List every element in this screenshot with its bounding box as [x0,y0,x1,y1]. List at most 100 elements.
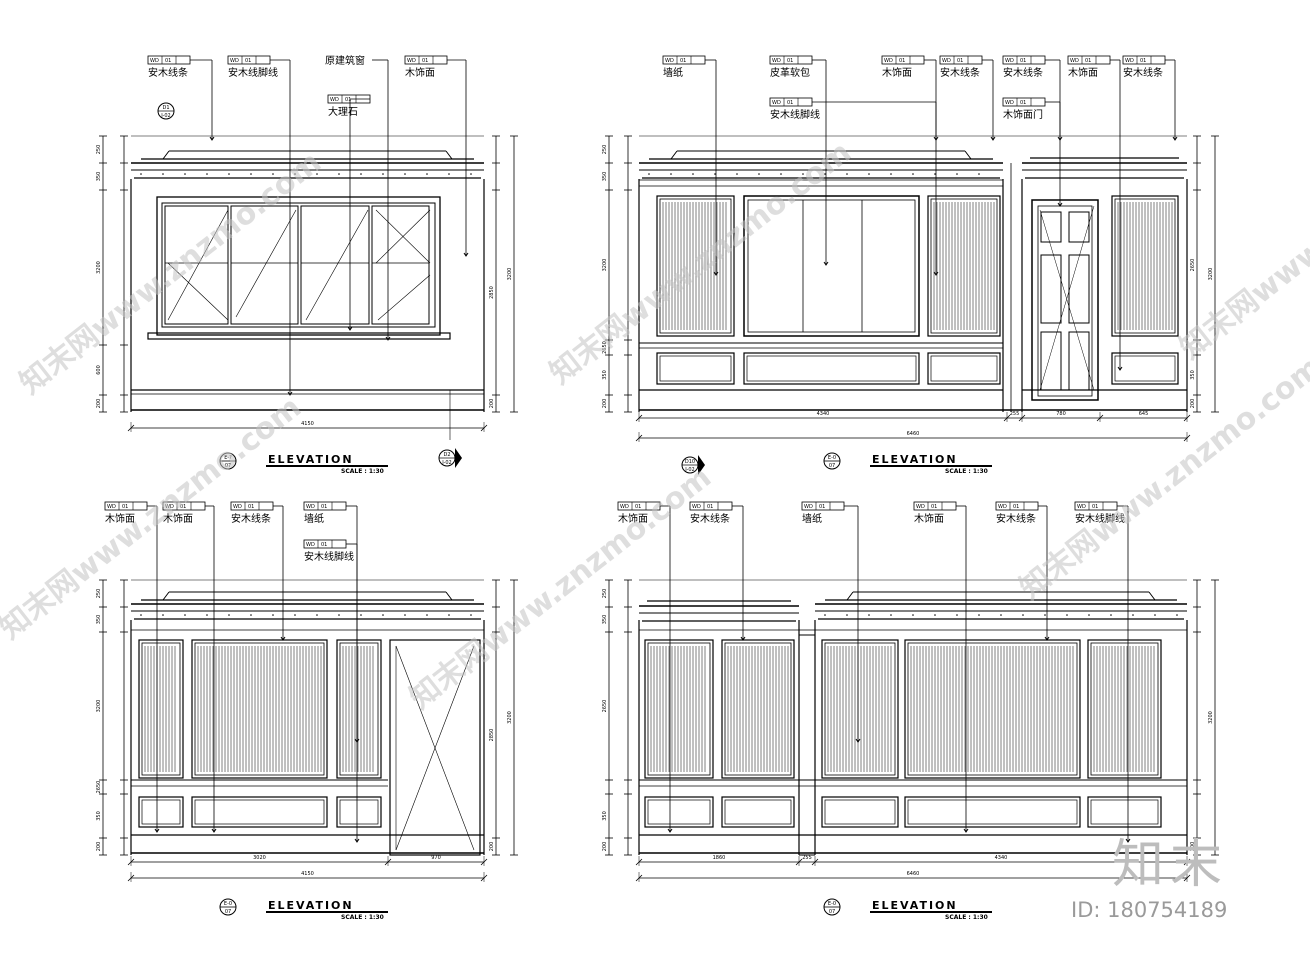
elevation-ref-top: E-0 [828,455,836,461]
dentil-dot [912,614,914,616]
callout-tag-code: WD [1005,100,1014,106]
dimension-label: 255 [802,855,812,861]
callout-label: 墙纸 [802,512,822,525]
elevation-heading: ELEVATION [268,899,354,912]
dimension-label: 3200 [96,261,102,274]
dimension-label: 1860 [713,855,726,861]
cornice [1022,157,1187,179]
dentil-dot [272,614,274,616]
window-inner-frame [161,202,436,328]
callout-tag-code: 01 [899,58,905,64]
dimension-label: 780 [1056,411,1066,417]
lower-panel [927,352,1001,385]
lower-panel [743,352,920,385]
dentil-dot [956,173,958,175]
window-frame [156,196,441,336]
image-id-label: ID: 180754189 [1071,898,1228,922]
callout-tag-code: WD [233,504,242,510]
dimension-label: 3200 [507,711,513,724]
dimension-label: 250 [96,589,102,599]
callout-label: 安木线脚线 [770,108,820,121]
elevation-ref-bottom: 07 [829,909,835,915]
dimension-label: 250 [602,589,608,599]
dentil-dot [294,173,296,175]
leader-arrow [740,636,746,641]
dentil-dot [802,173,804,175]
callout-tag-code: WD [330,97,339,103]
panel-inner-frame [1090,642,1159,776]
leader-arrow [1125,838,1131,843]
elevation-heading: ELEVATION [872,899,958,912]
dentil-dot [1044,614,1046,616]
callout-tag-code: WD [620,504,629,510]
dimension-label: 3200 [96,700,102,713]
dimension-chain: 200 [1190,579,1201,856]
panel-frame [927,352,1001,385]
elevation-ref-bottom: 07 [829,463,835,469]
dentil-dot [140,614,142,616]
door-panel [1068,254,1090,324]
callout-tag-code: 01 [345,97,351,103]
dentil-dot [162,614,164,616]
dimension-chain: 3200 [1208,135,1219,413]
dentil-dot [426,173,428,175]
elevation-ref-bottom: 07 [225,463,231,469]
callout-tag-code: WD [230,58,239,64]
panel-inner-frame [194,642,325,776]
panel-inner-frame [907,799,1078,825]
panel-inner-frame [647,799,711,825]
leader-arrow [354,838,360,843]
dentil-dot [250,173,252,175]
dentil-dot [448,614,450,616]
cornice-return [670,150,972,160]
callout-tag-code: 01 [819,504,825,510]
callout-label: 墙纸 [663,66,683,79]
lower-panel [191,796,328,828]
door-swing-line [1039,205,1095,391]
dentil-dot [382,614,384,616]
callout-tag-code: WD [772,100,781,106]
dimension-label: 3200 [507,268,513,281]
leader-arrow [347,326,353,331]
dimension-chain: 4150 [127,871,488,882]
panel-frame [743,352,920,385]
panel-frame [138,796,184,828]
dimension-label: 3200 [1208,268,1214,281]
dimension-label: 350 [602,172,608,182]
dimension-label: 645 [1139,411,1149,417]
door-panel [1068,331,1090,391]
dentil-dot [1088,614,1090,616]
callout-label: 木饰面门 [1003,108,1043,121]
callout-label: 安木线条 [231,512,271,525]
dentil-dot [426,614,428,616]
leader-arrow [211,828,217,833]
dimension-label: 3020 [253,855,266,861]
callout-tag-code: 01 [1140,58,1146,64]
site-logo: 知末 [1112,835,1229,895]
detail-ref-top: D1 [162,105,169,111]
section-marker-bottom: J-02 [441,460,451,466]
section-marker-bottom: J-02 [684,467,694,473]
dimension-label: 200 [602,842,608,852]
watermark-text: 知末网www.znzmo.com [403,460,718,717]
dentil-dot [316,173,318,175]
dentil-dot [670,173,672,175]
leader-arrow [713,271,719,276]
dimension-chain: 3200 [507,579,518,856]
panel-inner-frame [339,642,379,776]
callout-label: 皮革软包 [770,66,810,79]
callout-label: 木饰面 [882,66,912,79]
